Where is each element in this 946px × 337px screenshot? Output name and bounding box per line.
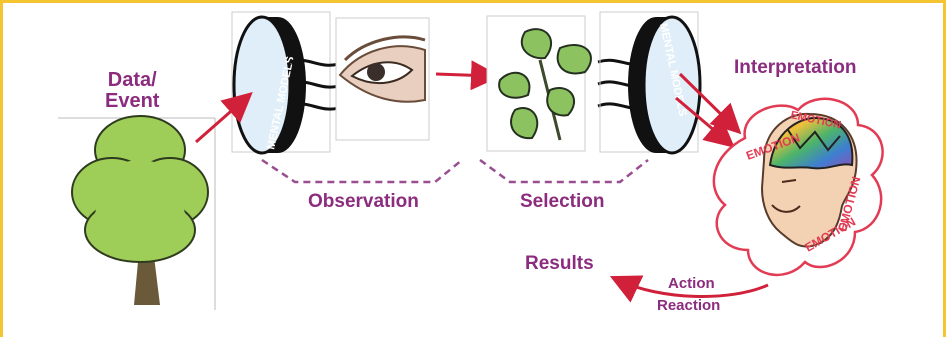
tree-image <box>58 116 215 310</box>
reaction-label: Reaction <box>657 298 720 314</box>
emotion-head-image: EMOTION EMOTION EMOTION EMOTION <box>714 99 883 275</box>
selection-label: Selection <box>520 192 604 212</box>
observation-bracket <box>262 160 462 182</box>
data-label-line1: Data/ <box>105 70 159 91</box>
leaves-image <box>487 16 591 151</box>
eye-image <box>336 18 429 140</box>
selection-bracket <box>480 160 648 182</box>
observation-label: Observation <box>308 192 419 212</box>
data-label-line2: Event <box>105 91 159 112</box>
arrow-eye-to-leaves <box>436 74 492 76</box>
interpretation-label: Interpretation <box>734 58 856 78</box>
data-event-label: Data/ Event <box>105 70 159 112</box>
mental-models-lens-left: MENTAL MODELS <box>232 12 330 153</box>
results-label: Results <box>525 254 594 274</box>
action-label: Action <box>668 276 715 292</box>
